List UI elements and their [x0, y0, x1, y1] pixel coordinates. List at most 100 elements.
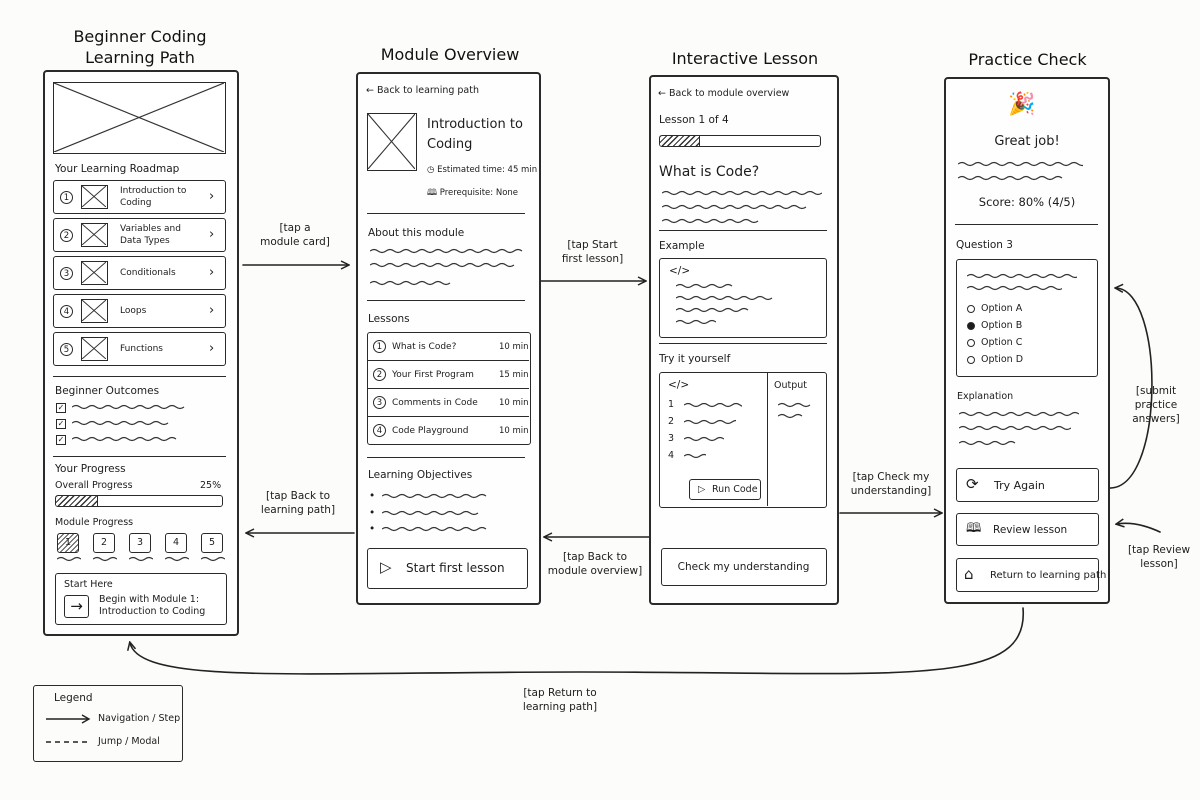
lesson-row[interactable]: 4 Code Playground 10 min	[368, 417, 529, 445]
check-understanding-button[interactable]: Check my understanding	[661, 548, 827, 586]
divider	[955, 224, 1098, 225]
return-to-path-label: Return to learning path	[990, 570, 1107, 581]
overall-progress-bar	[55, 495, 223, 507]
try-heading: Try it yourself	[659, 353, 731, 365]
lesson-duration: 10 min	[499, 398, 529, 408]
output-label: Output	[774, 380, 807, 391]
great-job-text: Great job!	[994, 134, 1060, 149]
divider	[659, 230, 827, 231]
option-label: Option A	[981, 303, 1023, 314]
module-card-label: Loops	[120, 306, 147, 316]
return-to-path-button[interactable]: ⌂ Return to learning path	[956, 558, 1106, 592]
divider	[659, 343, 827, 344]
estimated-time: ◷ Estimated time: 45 min	[427, 165, 538, 175]
lesson-progress-fill	[660, 136, 700, 146]
placeholder-text-line	[959, 425, 1071, 431]
run-code-label: Run Code	[712, 484, 758, 495]
module-progress-box: 1	[57, 533, 79, 553]
example-heading: Example	[659, 240, 705, 252]
clock-icon: ◷	[427, 165, 435, 175]
option-radio[interactable]	[967, 305, 975, 313]
try-again-button[interactable]: ⟳ Try Again	[956, 468, 1099, 502]
lessons-heading: Lessons	[368, 313, 410, 325]
review-lesson-label: Review lesson	[993, 524, 1068, 536]
module-progress-box: 5	[201, 533, 223, 553]
placeholder-text-line	[382, 493, 487, 499]
try-again-label: Try Again	[994, 479, 1045, 492]
divider	[367, 300, 525, 301]
start-first-lesson-button[interactable]: ▷ Start first lesson	[367, 548, 528, 589]
divider	[53, 376, 226, 377]
option-radio[interactable]	[967, 322, 975, 330]
placeholder-code-line	[676, 283, 733, 289]
home-icon: ⌂	[964, 565, 974, 583]
line-number: 3	[668, 433, 675, 444]
legend-jump: Jump / Modal	[98, 736, 160, 747]
lesson-counter: Lesson 1 of 4	[659, 114, 729, 126]
divider	[367, 213, 525, 214]
run-code-button[interactable]: ▷ Run Code	[689, 479, 761, 500]
placeholder-code-line	[676, 295, 773, 301]
placeholder-text-line	[370, 280, 451, 286]
back-to-path-label: Back to learning path	[376, 85, 479, 96]
divider	[53, 456, 226, 457]
question-heading: Question 3	[956, 239, 1013, 251]
placeholder-text-line	[967, 273, 1077, 279]
option-radio[interactable]	[967, 356, 975, 364]
chevron-right-icon: ›	[209, 265, 215, 280]
overall-progress-label: Overall Progress	[55, 480, 133, 491]
code-icon: </>	[668, 379, 690, 391]
bullet-dot: •	[369, 490, 376, 502]
interactive-lesson-title: Interactive Lesson	[671, 49, 819, 68]
module-card-label: Introduction to Coding	[120, 186, 187, 208]
line-number: 2	[668, 416, 675, 427]
chevron-right-icon: ›	[209, 227, 215, 242]
placeholder-text-line	[662, 190, 822, 196]
arrow-submit-loop	[1108, 288, 1153, 489]
option-label: Option C	[981, 337, 1023, 348]
lesson-title: Code Playground	[392, 426, 469, 436]
module-thumbnail-placeholder	[81, 261, 108, 285]
placeholder-text-line	[684, 419, 736, 425]
placeholder-text-line	[662, 204, 807, 210]
arrow-right-icon[interactable]: →	[64, 595, 89, 618]
lesson-title: Comments in Code	[392, 398, 478, 408]
review-lesson-button[interactable]: 🕮 Review lesson	[956, 513, 1099, 546]
roadmap-heading: Your Learning Roadmap	[55, 163, 180, 175]
practice-check-title: Practice Check	[968, 50, 1087, 69]
placeholder-text-line	[967, 285, 1062, 291]
module-number-icon: 5	[60, 343, 73, 356]
back-to-overview-link[interactable]: ← Back to module overview	[658, 88, 790, 99]
lesson-number-icon: 4	[373, 424, 386, 437]
placeholder-text-line	[959, 411, 1079, 417]
playground-divider	[767, 373, 768, 506]
module-card-label: Functions	[120, 344, 163, 354]
book-icon: 🕮	[427, 188, 438, 198]
placeholder-text-line	[370, 262, 515, 268]
placeholder-text-line	[72, 404, 185, 410]
placeholder-text-line	[370, 248, 523, 254]
lesson-title: What is Code?	[392, 342, 457, 352]
placeholder-code-line	[676, 319, 716, 325]
placeholder-text-line	[684, 402, 742, 408]
back-to-path-link[interactable]: ← Back to learning path	[366, 85, 479, 96]
arrow-review-loop	[1117, 523, 1161, 533]
placeholder-code-line	[676, 307, 749, 313]
lesson-duration: 10 min	[499, 426, 529, 436]
option-radio[interactable]	[967, 339, 975, 347]
annotation-submit-practice: [submit practice answers]	[1132, 385, 1180, 425]
legend-navigation: Navigation / Step	[98, 713, 181, 724]
annotation-tap-review: [tap Review lesson]	[1127, 544, 1191, 570]
module-image-placeholder	[367, 113, 417, 171]
lesson-number-icon: 1	[373, 340, 386, 353]
